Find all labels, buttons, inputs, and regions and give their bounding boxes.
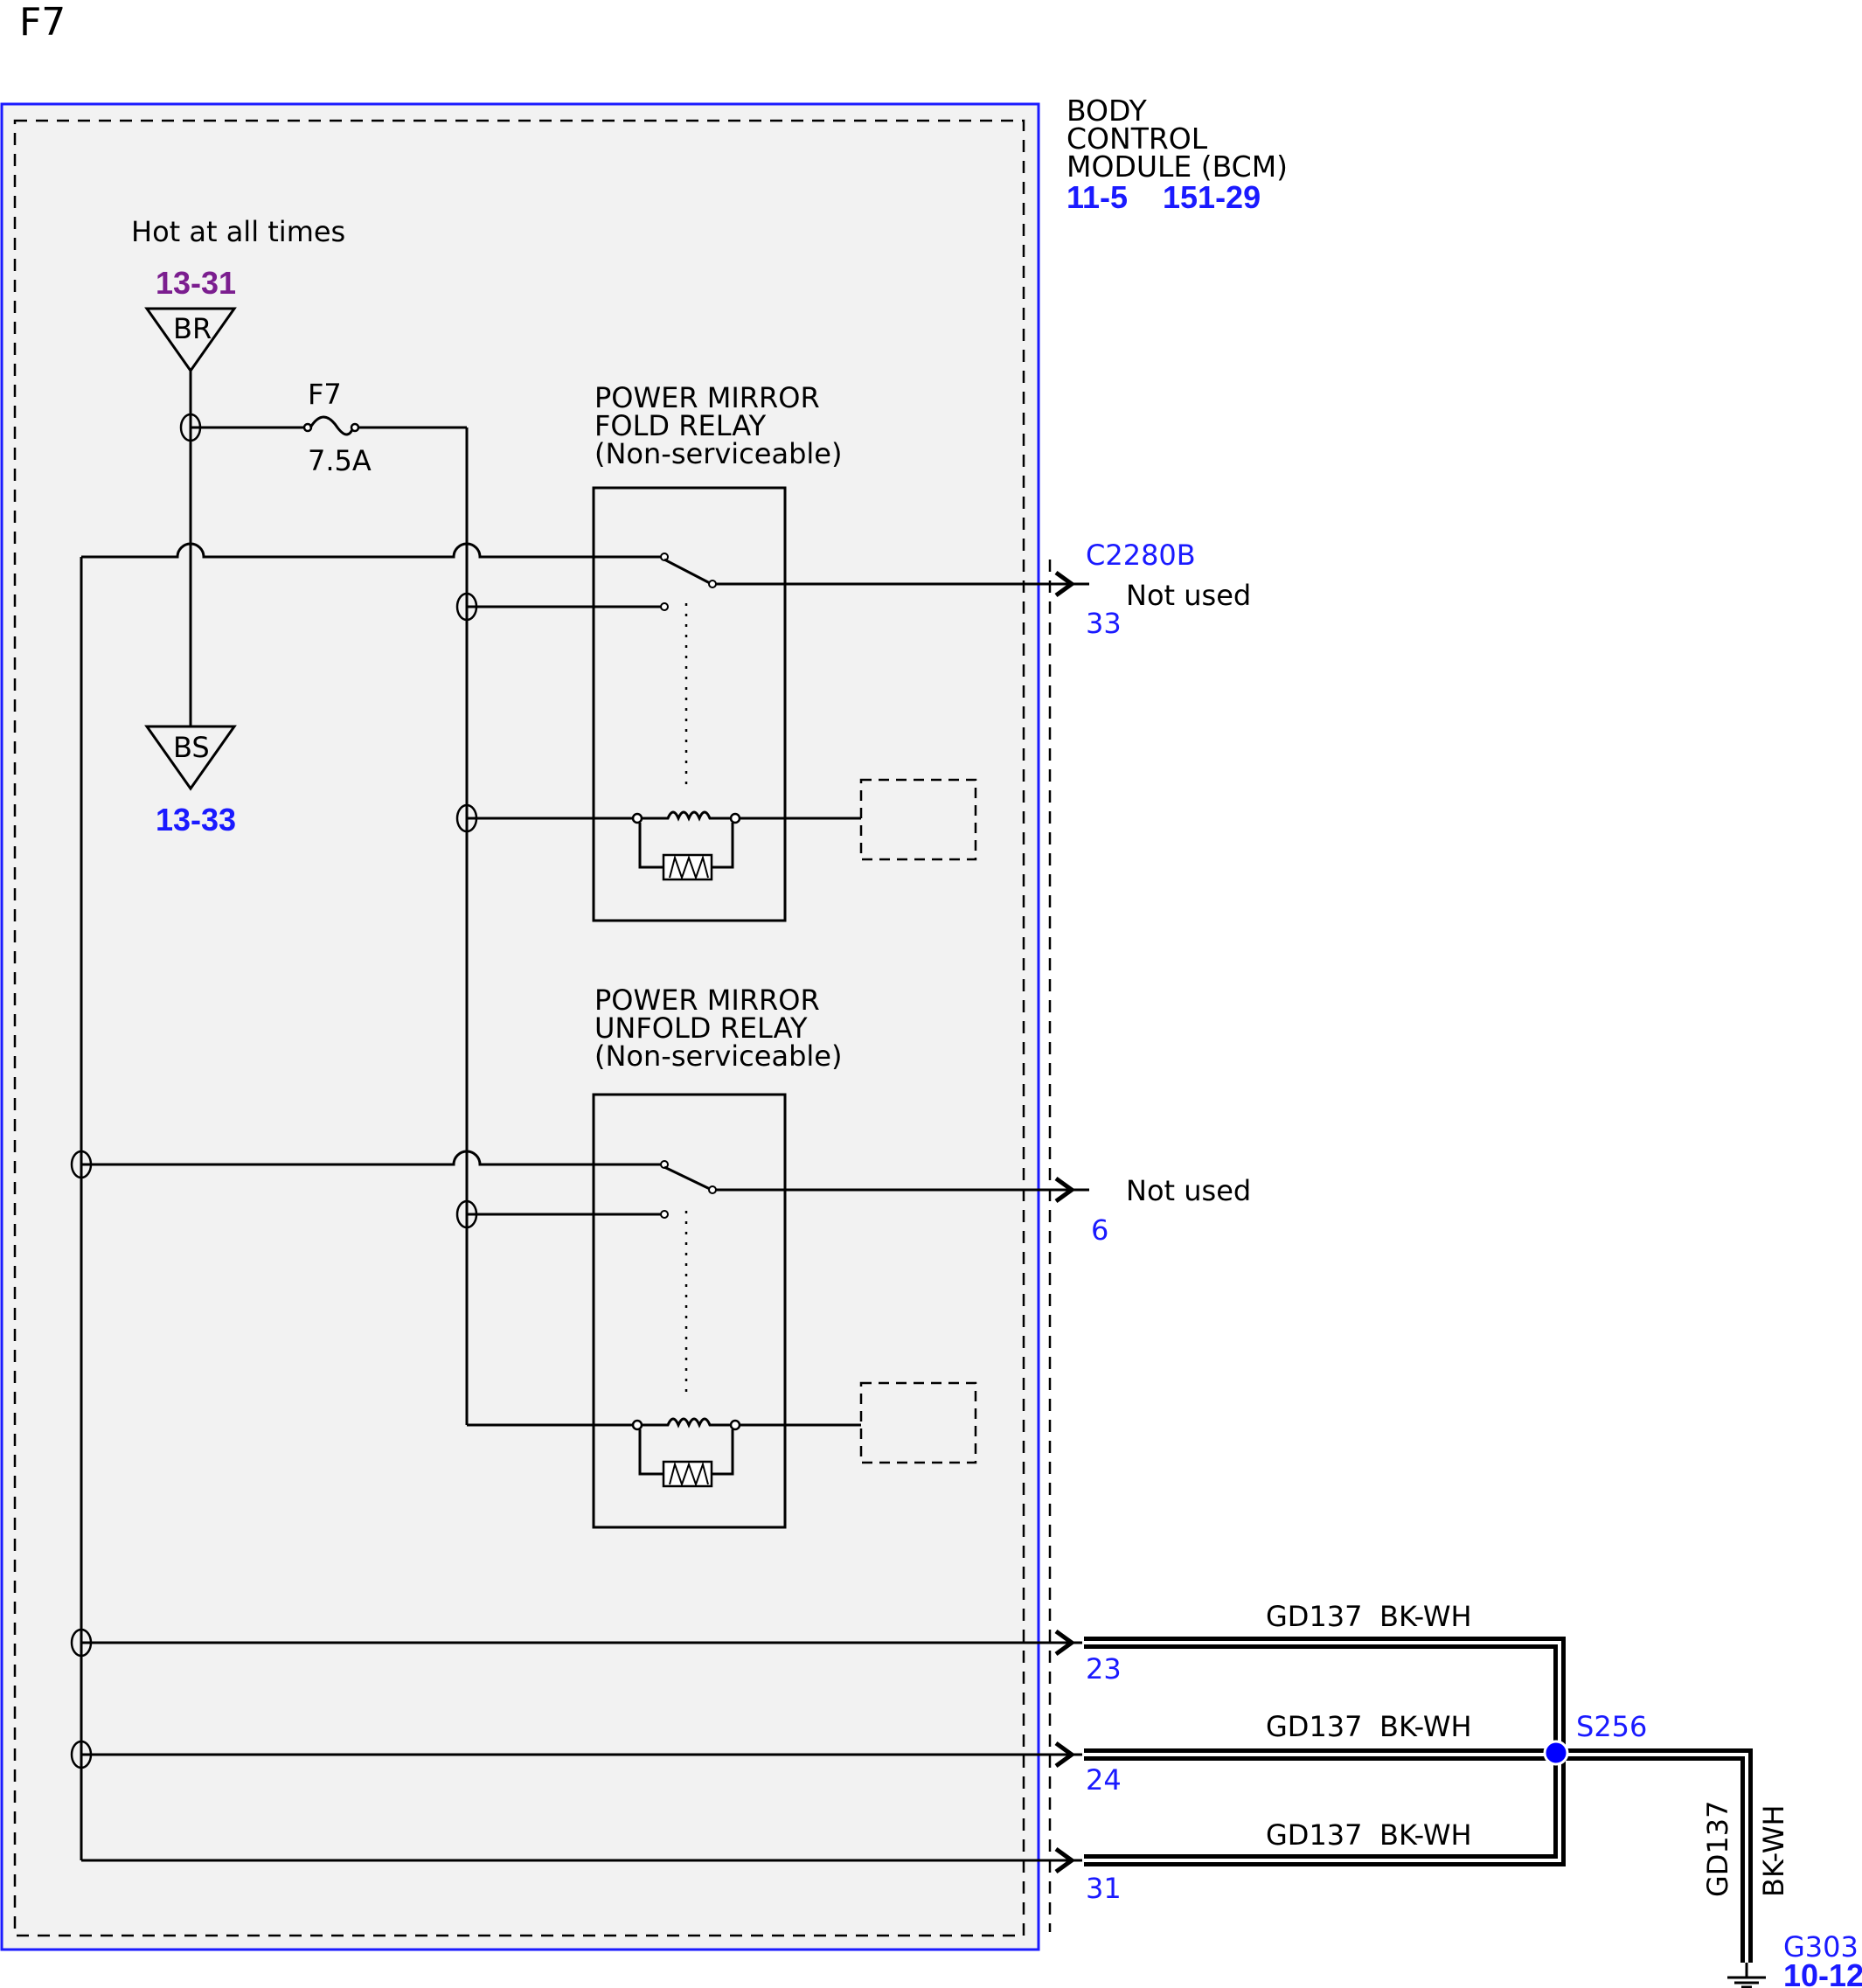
- fuse-rating: 7.5A: [308, 444, 372, 477]
- ground-harness: [1084, 1637, 1753, 1963]
- wire-31-circuit: GD137: [1266, 1818, 1363, 1852]
- br-label: BR: [173, 312, 212, 345]
- fuse-name: F7: [308, 378, 342, 411]
- ground-ref[interactable]: 10-12: [1783, 1957, 1862, 1988]
- fold-relay-title-1: POWER MIRROR: [594, 381, 820, 414]
- splice-dot-icon[interactable]: [1543, 1740, 1569, 1766]
- unfold-relay-title-2: UNFOLD RELAY: [594, 1011, 808, 1045]
- module-name-line-3: MODULE (BCM): [1066, 149, 1288, 184]
- pin-6-note: Not used: [1126, 1174, 1251, 1207]
- ground-icon: [1727, 1963, 1766, 1988]
- fold-relay-title-2: FOLD RELAY: [594, 409, 767, 442]
- bs-ref[interactable]: 13-33: [156, 802, 236, 838]
- pin-31-label: 31: [1086, 1872, 1122, 1905]
- unfold-relay-title-1: POWER MIRROR: [594, 984, 820, 1017]
- junction-markers: [70, 413, 478, 1769]
- wire-24-circuit: GD137: [1266, 1710, 1363, 1743]
- splice-name[interactable]: S256: [1576, 1710, 1647, 1743]
- unfold-relay: POWER MIRROR UNFOLD RELAY (Non-serviceab…: [592, 984, 977, 1529]
- pin-33-note: Not used: [1126, 579, 1251, 612]
- pin-24-label: 24: [1086, 1763, 1122, 1797]
- wire-24-color: BK-WH: [1379, 1710, 1472, 1743]
- module-name: BODY CONTROL MODULE (BCM) 11-5 151-29: [1066, 94, 1288, 215]
- relay-output-wires: [716, 582, 1082, 1192]
- connector-name[interactable]: C2280B: [1086, 539, 1196, 572]
- ground-wire-circuit: GD137: [1701, 1800, 1734, 1897]
- bcm-module-box: [0, 102, 1040, 1951]
- module-name-line-1: BODY: [1066, 94, 1148, 128]
- pin-23-label: 23: [1086, 1652, 1122, 1686]
- module-ref-1[interactable]: 11-5: [1066, 179, 1128, 215]
- bcm-inner-dashed-border: [13, 119, 1025, 1937]
- br-triangle-icon: [144, 307, 237, 373]
- module-name-line-2: CONTROL: [1066, 122, 1208, 156]
- fold-relay: POWER MIRROR FOLD RELAY (Non-serviceable…: [592, 381, 977, 922]
- page-label: F7: [19, 0, 66, 45]
- bs-label: BS: [173, 731, 210, 764]
- wire-31-color: BK-WH: [1379, 1818, 1472, 1852]
- pin-6-label: 6: [1091, 1213, 1108, 1247]
- pin-33-label: 33: [1086, 607, 1122, 640]
- fold-relay-title-3: (Non-serviceable): [594, 437, 842, 470]
- wire-23-color: BK-WH: [1379, 1600, 1472, 1633]
- wire-23-circuit: GD137: [1266, 1600, 1363, 1633]
- module-ref-2[interactable]: 151-29: [1163, 179, 1261, 215]
- ground-wire-color: BK-WH: [1757, 1804, 1790, 1897]
- unfold-relay-title-3: (Non-serviceable): [594, 1039, 842, 1073]
- connector-pins: [1054, 570, 1089, 1874]
- br-ref[interactable]: 13-31: [156, 265, 236, 301]
- ground-name[interactable]: G303: [1783, 1930, 1859, 1964]
- fuse-icon: [191, 415, 467, 436]
- hot-label: Hot at all times: [131, 215, 345, 248]
